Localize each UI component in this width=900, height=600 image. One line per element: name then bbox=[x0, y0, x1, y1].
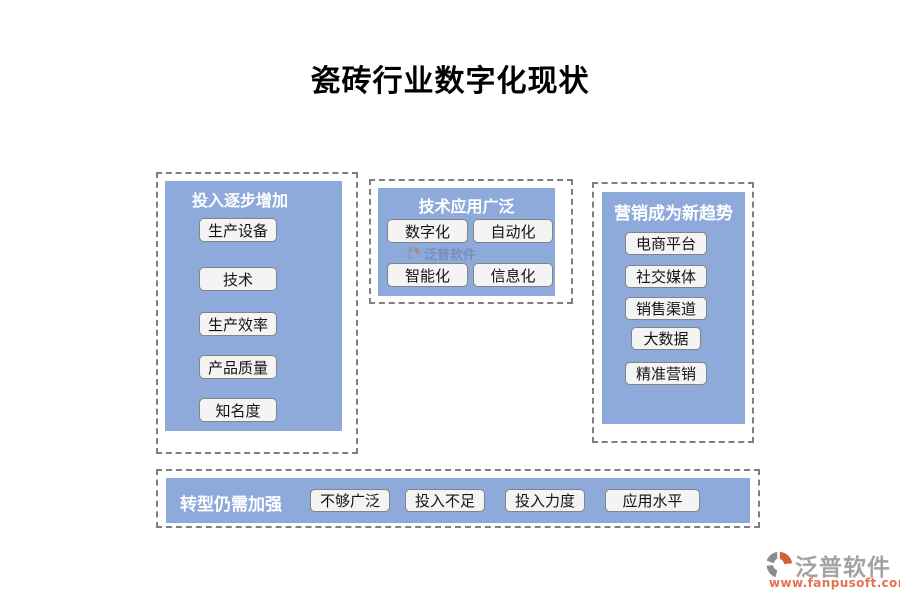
fanpu-brand-text: 泛普软件 bbox=[795, 555, 891, 581]
technology-tag-intelligence: 智能化 bbox=[387, 263, 468, 287]
investment-group: 投入逐步增加 生产设备 技术 生产效率 产品质量 知名度 bbox=[156, 172, 358, 454]
transformation-tag-application-level: 应用水平 bbox=[605, 489, 700, 512]
marketing-tag-precision-marketing: 精准营销 bbox=[625, 362, 707, 385]
transformation-panel-title: 转型仍需加强 bbox=[180, 495, 282, 515]
transformation-panel: 转型仍需加强 不够广泛 投入不足 投入力度 应用水平 bbox=[166, 478, 750, 523]
marketing-panel-title: 营销成为新趋势 bbox=[614, 204, 733, 224]
fanpu-watermark-text: 泛普软件 bbox=[424, 248, 477, 263]
transformation-tag-not-widespread: 不够广泛 bbox=[310, 489, 390, 512]
marketing-panel: 营销成为新趋势 电商平台 社交媒体 销售渠道 大数据 精准营销 bbox=[602, 192, 745, 424]
technology-tag-informatization: 信息化 bbox=[473, 263, 553, 287]
technology-panel-title: 技术应用广泛 bbox=[418, 197, 515, 216]
transformation-tag-insufficient-investment: 投入不足 bbox=[405, 489, 485, 512]
technology-tag-automation: 自动化 bbox=[473, 219, 553, 243]
transformation-group: 转型仍需加强 不够广泛 投入不足 投入力度 应用水平 bbox=[156, 469, 760, 528]
investment-tag-product-quality: 产品质量 bbox=[199, 355, 277, 379]
fanpu-logo-icon bbox=[406, 246, 421, 261]
investment-tag-production-equipment: 生产设备 bbox=[199, 218, 277, 242]
marketing-tag-big-data: 大数据 bbox=[631, 327, 701, 350]
technology-tag-digitalization: 数字化 bbox=[387, 219, 468, 243]
transformation-tag-investment-intensity: 投入力度 bbox=[505, 489, 585, 512]
marketing-tag-social-media: 社交媒体 bbox=[625, 265, 707, 288]
fanpu-watermark: 泛普软件 www.fanpusoft.com bbox=[765, 549, 900, 595]
fanpu-watermark-inline: 泛普软件 bbox=[406, 244, 476, 263]
page-title: 瓷砖行业数字化现状 bbox=[310, 65, 590, 98]
marketing-group: 营销成为新趋势 电商平台 社交媒体 销售渠道 大数据 精准营销 bbox=[592, 182, 754, 443]
marketing-tag-ecommerce-platform: 电商平台 bbox=[625, 232, 707, 255]
fanpu-logo-icon bbox=[766, 551, 793, 578]
marketing-tag-sales-channel: 销售渠道 bbox=[625, 297, 707, 320]
investment-panel: 投入逐步增加 生产设备 技术 生产效率 产品质量 知名度 bbox=[165, 181, 342, 431]
investment-tag-brand-awareness: 知名度 bbox=[199, 398, 277, 422]
fanpu-url-text: www.fanpusoft.com bbox=[769, 576, 900, 590]
investment-tag-technology: 技术 bbox=[199, 267, 277, 291]
investment-panel-title: 投入逐步增加 bbox=[192, 191, 289, 210]
technology-group: 技术应用广泛 数字化 自动化 智能化 信息化 泛普软件 bbox=[369, 179, 573, 304]
investment-tag-production-efficiency: 生产效率 bbox=[199, 312, 277, 336]
technology-panel: 技术应用广泛 数字化 自动化 智能化 信息化 泛普软件 bbox=[378, 188, 555, 296]
